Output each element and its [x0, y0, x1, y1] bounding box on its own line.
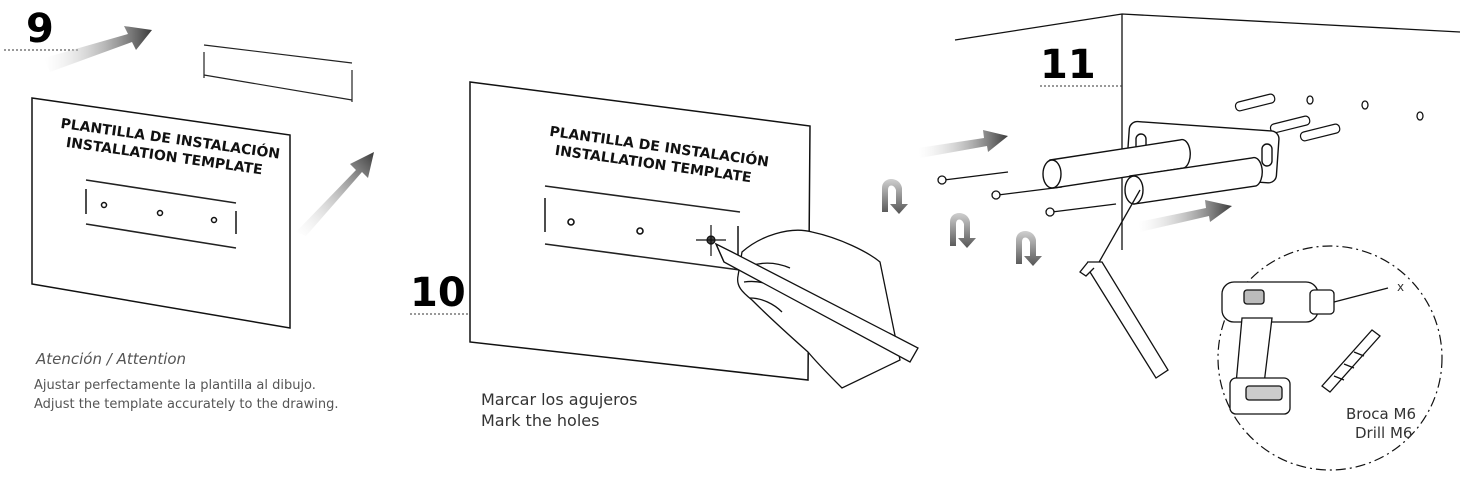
wall-plug-icon: [1234, 93, 1341, 142]
step-9-number: 9: [26, 6, 54, 52]
arrow-icon: [1138, 200, 1232, 232]
bracket-icon: [1042, 120, 1280, 205]
crosshair-mark: [696, 225, 726, 256]
step-10: PLANTILLA DE INSTALACIÓN INSTALLATION TE…: [410, 81, 919, 389]
arrow-icon: [44, 26, 152, 72]
drill-bit-icon: [1321, 329, 1381, 393]
template-sheet: [469, 81, 811, 381]
wall-holes: [1306, 95, 1424, 121]
drill-bit-mark: x: [1397, 280, 1404, 294]
pencil-icon: [714, 242, 919, 363]
note-en: Adjust the template accurately to the dr…: [34, 397, 339, 412]
step-11-number: 11: [1040, 42, 1096, 88]
step-10-number: 10: [410, 270, 466, 316]
rail-slot: [544, 185, 741, 271]
hole-mark: [567, 218, 575, 226]
template-sheet: [31, 97, 291, 329]
drill-label-en: Drill M6: [1355, 424, 1413, 442]
arrow-icon: [296, 152, 374, 236]
hole-mark: [100, 201, 108, 209]
step-9: 9 PLANTILLA DE INSTALACIÓN INSTALLATION …: [4, 6, 374, 329]
caption-en: Mark the holes: [481, 411, 600, 430]
caption-es: Marcar los agujeros: [481, 390, 638, 409]
note-es: Ajustar perfectamente la plantilla al di…: [34, 378, 316, 393]
arrow-icon: [918, 130, 1008, 158]
allen-key-icon: [1079, 189, 1169, 379]
hole-mark: [210, 216, 218, 224]
step-11: 11: [882, 13, 1461, 471]
hole-mark: [156, 209, 164, 217]
rotate-screw-icon: [882, 179, 1042, 266]
wall-corner: [954, 13, 1461, 250]
drill-icon: [1221, 281, 1389, 415]
template-strip: [203, 44, 353, 102]
rail-slot: [85, 179, 237, 249]
hole-mark: [636, 227, 644, 235]
attention-label: Atención / Attention: [36, 350, 187, 368]
screw-icon: [937, 171, 1117, 217]
drill-label-es: Broca M6: [1346, 405, 1416, 423]
